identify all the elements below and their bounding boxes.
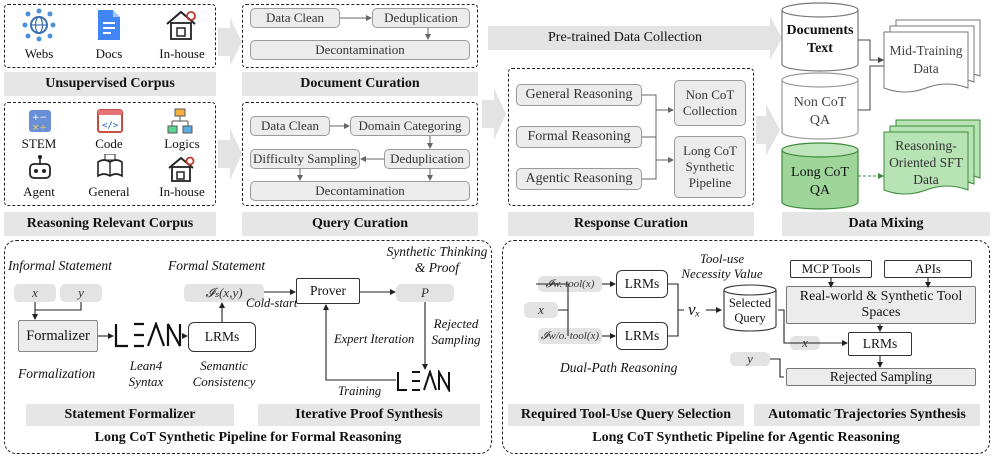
general-reasoning-input: General Reasoning [516, 84, 642, 106]
svg-text:×÷: ×÷ [32, 123, 47, 133]
query-decontamination: Decontamination [250, 181, 470, 201]
formal-pipeline-title: Long CoT Synthetic Pipeline for Formal R… [94, 430, 402, 445]
query-curation-box [242, 102, 478, 206]
formal-pipeline-box [4, 240, 492, 454]
informal-x: x [14, 284, 56, 302]
svg-text:</>: </> [102, 121, 119, 131]
stem-icon: +− ×÷ [29, 110, 51, 133]
selected-query-label: Selected Query [728, 296, 772, 325]
non-cot-qa-db: Non CoT QA [793, 95, 847, 129]
rejected-sampling-formal-label: Rejected Sampling [431, 316, 481, 348]
agentic-y: y [730, 351, 770, 366]
lrms-with-tool-box: LRMs [616, 270, 668, 298]
agentic-reasoning-input: Agentic Reasoning [516, 168, 642, 190]
general-label: General [88, 184, 130, 199]
documents-text-db: Documents Text [786, 23, 854, 56]
formal-statement-ixy: 𝓘ₛ(x,y) [184, 284, 264, 302]
long-cot-qa-db: Long CoT QA [791, 165, 849, 199]
logics-label: Logics [164, 136, 200, 151]
training-label: Training [338, 384, 382, 398]
tool-spaces-box: Real-world & Synthetic Tool Spaces [786, 286, 976, 324]
general-icon [97, 154, 123, 178]
agentic-pipeline-title: Long CoT Synthetic Pipeline for Agentic … [592, 430, 900, 445]
response-curation-box [508, 68, 754, 206]
lean4-syntax-label: Lean4 Syntax [128, 358, 164, 390]
required-tool-use-title: Required Tool-Use Query Selection [508, 404, 744, 426]
cold-start-label: Cold-start [246, 296, 298, 310]
unsupervised-corpus-box [4, 4, 216, 68]
selected-query-db-icon [723, 284, 777, 332]
code-icon: </> [97, 109, 123, 133]
automatic-trajectories-title: Automatic Trajectories Synthesis [754, 404, 980, 426]
i-without-tool: 𝓘w/o. tool(x) [538, 328, 602, 344]
query-deduplication: Deduplication [384, 149, 470, 169]
i-with-tool: 𝓘w. tool(x) [538, 276, 602, 292]
non-cot-collection: Non CoT Collection [674, 80, 746, 126]
lrms-without-tool-box: LRMs [616, 322, 668, 350]
proof-p: P [396, 284, 454, 302]
apis-box: APIs [884, 260, 972, 278]
semantic-consistency-label: Semantic Consistency [192, 358, 256, 390]
in-house-reasoning-icon [168, 156, 195, 182]
mid-training-data-doc: Mid-Training Data [889, 43, 963, 76]
unsupervised-corpus-title: Unsupervised Corpus [4, 72, 216, 96]
agentic-pipeline-box [502, 240, 990, 454]
doc-data-clean: Data Clean [250, 8, 340, 28]
agent-icon [29, 155, 51, 179]
pretrained-data-collection-label: Pre-trained Data Collection [548, 30, 702, 45]
prover-box: Prover [296, 278, 360, 304]
lean4-logo-icon [114, 322, 182, 348]
synthetic-thinking-label: Synthetic Thinking & Proof [386, 244, 488, 276]
docs-label: Docs [95, 46, 123, 61]
in-house-label: In-house [159, 46, 205, 61]
webs-label: Webs [24, 46, 54, 61]
docs-icon [98, 10, 120, 40]
agentic-x-input: x [524, 302, 558, 318]
expert-iteration-label: Expert Iteration [334, 332, 415, 346]
svg-text:+−: +− [32, 113, 47, 123]
vx-value: vₓ [688, 300, 701, 319]
lrms-formal-box: LRMs [188, 322, 256, 352]
doc-deduplication: Deduplication [372, 8, 470, 28]
lean4-logo-icon-2 [397, 370, 450, 392]
document-curation-box [242, 4, 478, 68]
doc-decontamination: Decontamination [250, 40, 470, 60]
query-data-clean: Data Clean [250, 116, 330, 136]
document-curation-title: Document Curation [242, 72, 478, 96]
logics-icon [167, 108, 193, 134]
formal-reasoning-input: Formal Reasoning [516, 126, 642, 148]
reasoning-corpus-box [4, 102, 216, 206]
query-difficulty-sampling: Difficulty Sampling [250, 149, 360, 169]
code-label: Code [95, 136, 123, 151]
stem-label: STEM [21, 136, 57, 151]
long-cot-synthetic-pipeline: Long CoT Synthetic Pipeline [674, 136, 746, 198]
iterative-proof-title: Iterative Proof Synthesis [258, 404, 480, 426]
rejected-sampling-agentic-box: Rejected Sampling [786, 368, 976, 386]
tool-use-necessity-label: Tool-use Necessity Value [681, 251, 763, 281]
response-curation-title: Response Curation [508, 212, 754, 236]
formalizer-box: Formalizer [18, 320, 98, 352]
agent-label: Agent [23, 184, 55, 199]
informal-y: y [60, 284, 102, 302]
query-domain-categoring: Domain Categoring [350, 116, 470, 136]
mcp-tools-box: MCP Tools [790, 260, 872, 278]
lrms-agentic-box: LRMs [848, 332, 912, 356]
query-curation-title: Query Curation [242, 212, 478, 236]
reasoning-sft-data-doc: Reasoning-Oriented SFT Data [889, 138, 963, 187]
data-mixing-title: Data Mixing [782, 212, 990, 236]
webs-icon [22, 8, 56, 42]
reasoning-corpus-title: Reasoning Relevant Corpus [4, 212, 216, 236]
dual-path-reasoning-label: Dual-Path Reasoning [560, 360, 678, 375]
informal-statement-label: Informal Statement [8, 258, 112, 273]
formalization-label: Formalization [18, 366, 96, 381]
statement-formalizer-title: Statement Formalizer [26, 404, 234, 426]
formal-statement-label: Formal Statement [168, 258, 266, 273]
in-house-icon [166, 10, 196, 40]
in-house-reasoning-label: In-house [159, 184, 205, 199]
